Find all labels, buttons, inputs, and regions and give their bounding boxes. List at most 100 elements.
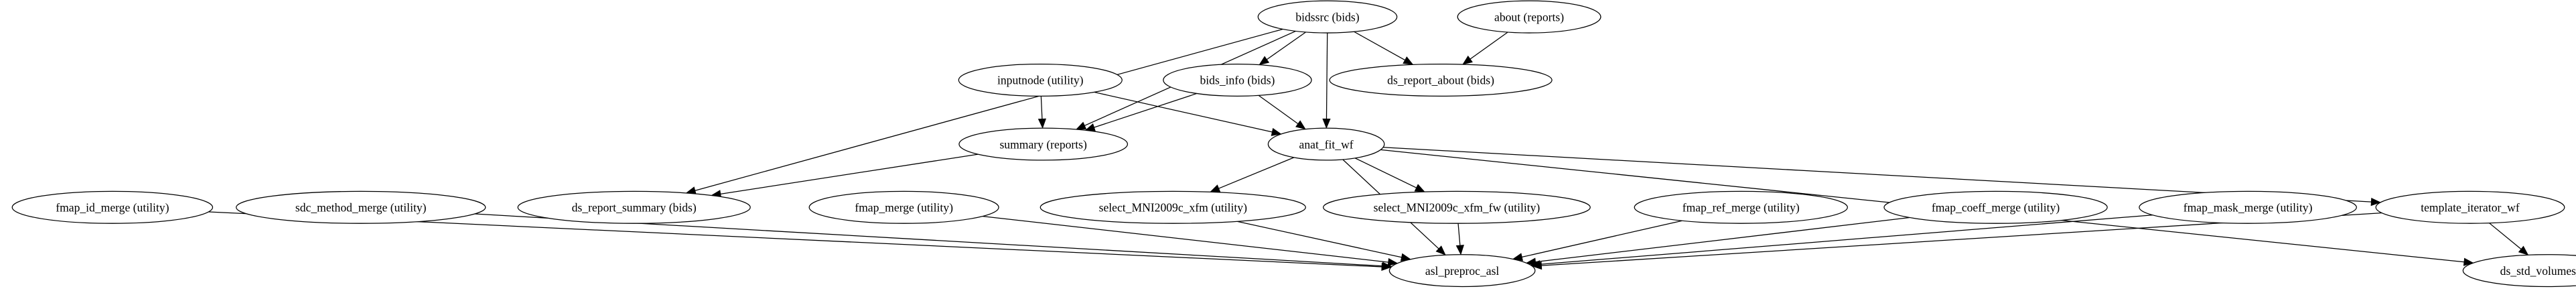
node-select-xfm-fw[interactable]: select_MNI2009c_xfm_fw (utility) [1323, 190, 1591, 224]
node-label: bidssrc (bids) [1295, 10, 1359, 23]
node-label: ds_std_volumes_wf [2500, 264, 2576, 278]
node-sdc-method-merge[interactable]: sdc_method_merge (utility) [236, 190, 486, 224]
arrowhead-icon [2463, 257, 2474, 266]
node-label: inputnode (utility) [997, 74, 1084, 87]
node-ellipse [1163, 63, 1312, 97]
edge-anat-fit-wf-to-select-xfm-fw [1354, 158, 1425, 192]
edge-bidssrc-to-ds-report-summary [685, 28, 1283, 195]
node-label: fmap_id_merge (utility) [56, 201, 169, 215]
node-bids-info[interactable]: bids_info (bids) [1163, 63, 1312, 97]
node-fmap-merge[interactable]: fmap_merge (utility) [808, 190, 999, 224]
node-ellipse [1388, 254, 1536, 288]
node-label: bids_info (bids) [1200, 74, 1275, 87]
node-label: ds_report_summary (bids) [572, 201, 697, 215]
node-ellipse [2462, 254, 2576, 288]
edge-line [1354, 158, 1417, 188]
arrowhead-icon [1382, 261, 1392, 270]
node-ds-std-volumes-wf[interactable]: ds_std_volumes_wf [2462, 254, 2576, 288]
arrowhead-icon [1435, 245, 1446, 255]
node-fmap-mask-merge[interactable]: fmap_mask_merge (utility) [2139, 190, 2357, 224]
arrowhead-icon [2370, 197, 2381, 206]
node-ellipse [11, 190, 214, 224]
edge-line [983, 215, 1388, 263]
node-summary[interactable]: summary (reports) [958, 127, 1129, 161]
arrowhead-icon [1037, 118, 1047, 129]
node-ds-report-about[interactable]: ds_report_about (bids) [1329, 63, 1553, 97]
edge-line [720, 154, 979, 194]
arrowhead-icon [1295, 120, 1306, 130]
edge-summary-to-ds-report-summary [711, 154, 979, 198]
edge-line [1218, 157, 1295, 189]
node-ellipse [1267, 127, 1385, 161]
arrowhead-icon [1259, 56, 1270, 66]
node-ellipse [236, 190, 486, 224]
edge-bidssrc-to-ds-report-about [1354, 31, 1414, 65]
node-ellipse [1040, 190, 1306, 224]
edge-line [1266, 32, 1306, 60]
node-ellipse [1257, 0, 1398, 34]
node-label: template_iterator_wf [2421, 201, 2520, 215]
node-fmap-ref-merge[interactable]: fmap_ref_merge (utility) [1634, 190, 1848, 224]
edge-fmap-coeff-merge-to-asl-preproc-asl [1526, 217, 1910, 266]
edge-bids-info-to-summary [1084, 93, 1198, 131]
node-label: asl_preproc_asl [1425, 264, 1500, 278]
node-fmap-coeff-merge[interactable]: fmap_coeff_merge (utility) [1883, 190, 2108, 224]
node-select-xfm[interactable]: select_MNI2009c_xfm (utility) [1040, 190, 1306, 224]
arrowhead-icon [1210, 184, 1221, 192]
edge-about-to-ds-report-about [1462, 32, 1508, 65]
node-bidssrc[interactable]: bidssrc (bids) [1257, 0, 1398, 34]
node-inputnode[interactable]: inputnode (utility) [958, 63, 1123, 97]
edge-inputnode-to-summary [1037, 96, 1047, 129]
edge-line [1535, 217, 1910, 263]
node-label: sdc_method_merge (utility) [295, 201, 427, 215]
arrowhead-icon [1322, 118, 1331, 129]
edge-line [1470, 32, 1508, 60]
edge-template-iterator-wf-to-ds-std-volumes-wf [2489, 223, 2529, 255]
edge-bidssrc-to-bids-info [1259, 32, 1306, 66]
edge-line [1258, 95, 1299, 125]
arrowhead-icon [1403, 56, 1414, 65]
arrowhead-icon [1076, 121, 1087, 130]
node-ellipse [2139, 190, 2357, 224]
node-label: fmap_mask_merge (utility) [2184, 201, 2313, 215]
edge-bids-info-to-anat-fit-wf [1258, 95, 1306, 130]
node-ds-report-summary[interactable]: ds_report_summary (bids) [517, 190, 751, 224]
node-ellipse [517, 190, 751, 224]
edge-line [695, 28, 1283, 191]
edge-line [1539, 215, 2153, 265]
edge-line [2489, 223, 2522, 250]
arrowhead-icon [1462, 55, 1473, 65]
node-label: ds_report_about (bids) [1387, 74, 1494, 87]
node-label: fmap_coeff_merge (utility) [1932, 201, 2060, 215]
node-asl-preproc-asl[interactable]: asl_preproc_asl [1388, 254, 1536, 288]
edge-line [1326, 33, 1328, 119]
node-template-iterator-wf[interactable]: template_iterator_wf [2375, 190, 2565, 224]
node-ellipse [2375, 190, 2565, 224]
edge-inputnode-to-anat-fit-wf [1094, 91, 1282, 136]
edge-bidssrc-to-anat-fit-wf [1322, 33, 1331, 129]
arrowhead-icon [1455, 245, 1464, 255]
node-ellipse [1883, 190, 2108, 224]
node-ellipse [1323, 190, 1591, 224]
arrowhead-icon [1414, 184, 1425, 192]
node-label: select_MNI2009c_xfm_fw (utility) [1374, 201, 1541, 215]
node-about[interactable]: about (reports) [1457, 0, 1601, 34]
node-label: about (reports) [1494, 10, 1564, 23]
node-ellipse [1457, 0, 1601, 34]
edge-fmap-merge-to-asl-preproc-asl [983, 215, 1399, 267]
node-ellipse [1634, 190, 1848, 224]
node-ellipse [958, 127, 1129, 161]
node-fmap-id-merge[interactable]: fmap_id_merge (utility) [11, 190, 214, 224]
node-anat-fit-wf[interactable]: anat_fit_wf [1267, 127, 1385, 161]
edge-line [1522, 220, 1683, 258]
edge-line [1354, 31, 1405, 61]
edge-line [1236, 221, 1402, 258]
edge-line [1457, 223, 1461, 245]
node-label: fmap_ref_merge (utility) [1683, 201, 1800, 215]
arrowhead-icon [2518, 245, 2529, 255]
node-label: select_MNI2009c_xfm (utility) [1099, 201, 1247, 215]
edge-line [1040, 96, 1043, 119]
node-ellipse [958, 63, 1123, 97]
node-label: summary (reports) [999, 137, 1087, 151]
